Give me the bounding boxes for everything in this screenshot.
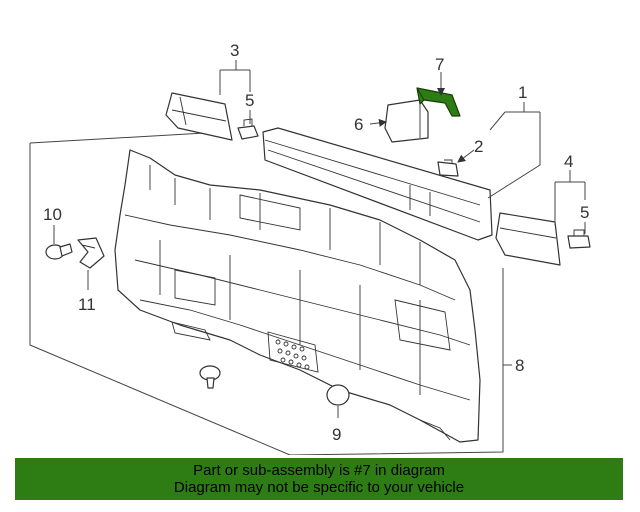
clip-part-2[interactable] — [437, 159, 459, 177]
leader-lines — [53, 60, 586, 418]
callout-4: 4 — [564, 152, 573, 171]
push-pin-bottom[interactable] — [199, 365, 221, 389]
callout-5-left: 5 — [245, 91, 254, 110]
callout-2: 2 — [474, 137, 483, 156]
callout-3: 3 — [230, 41, 239, 60]
callout-11: 11 — [78, 295, 96, 314]
plug-part-9[interactable] — [326, 384, 350, 406]
callout-9: 9 — [332, 425, 341, 444]
clip-part-5-left[interactable] — [237, 118, 259, 140]
banner-line-2: Diagram may not be specific to your vehi… — [173, 479, 465, 496]
callout-labels: 3 5 7 6 1 2 4 5 10 11 8 9 — [43, 41, 589, 444]
callout-6: 6 — [354, 115, 363, 134]
sill-plate-part-1[interactable] — [262, 127, 493, 241]
vent-grille — [267, 331, 319, 373]
callout-8: 8 — [515, 356, 524, 375]
cap-part-6[interactable] — [384, 99, 429, 143]
banner-line-1: Part or sub-assembly is #7 in diagram — [193, 462, 445, 479]
trim-strip-part-3[interactable] — [165, 92, 233, 141]
info-banner: Part or sub-assembly is #7 in diagram Di… — [15, 458, 623, 500]
panel-outline-box — [29, 131, 504, 455]
callout-5-right: 5 — [580, 203, 589, 222]
trim-strip-part-4[interactable] — [495, 212, 561, 266]
callout-10: 10 — [43, 205, 62, 224]
clip-part-5-right[interactable] — [567, 229, 591, 249]
bracket-part-7-highlighted[interactable] — [416, 87, 461, 117]
parts-diagram: 3 5 7 6 1 2 4 5 10 11 8 9 — [29, 41, 591, 455]
callout-7: 7 — [435, 55, 444, 74]
push-pin-part-10[interactable] — [45, 243, 73, 260]
spring-clip-part-11[interactable] — [77, 237, 105, 269]
trim-panel-part-8[interactable] — [114, 149, 481, 443]
callout-1: 1 — [518, 83, 527, 102]
